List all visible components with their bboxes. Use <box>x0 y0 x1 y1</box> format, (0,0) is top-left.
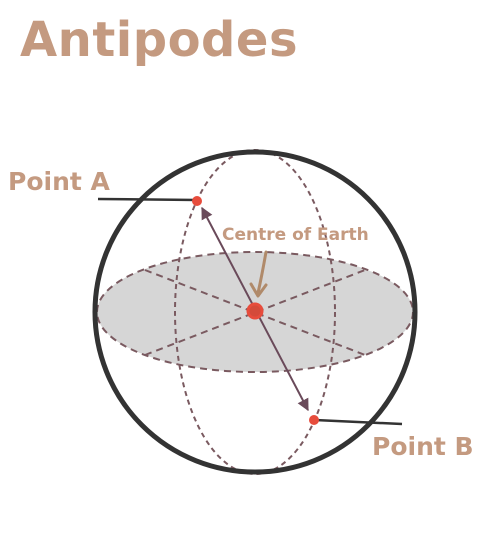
centre-pointer-arrow <box>249 250 268 298</box>
point-a-label: Point A <box>8 167 111 196</box>
centre-of-earth-marker <box>246 302 264 320</box>
equator-cross-line <box>144 269 366 356</box>
point-b-marker <box>309 415 319 425</box>
diagram-title: Antipodes <box>20 12 299 68</box>
equator-cross-line <box>144 269 366 356</box>
point-a-leader-line <box>97 197 198 202</box>
point-b-label: Point B <box>372 432 474 461</box>
point-a-marker <box>192 196 202 206</box>
point-b-leader-line <box>314 418 403 426</box>
earth-outline <box>92 149 418 475</box>
centre-of-earth-label: Centre of Earth <box>222 225 369 245</box>
